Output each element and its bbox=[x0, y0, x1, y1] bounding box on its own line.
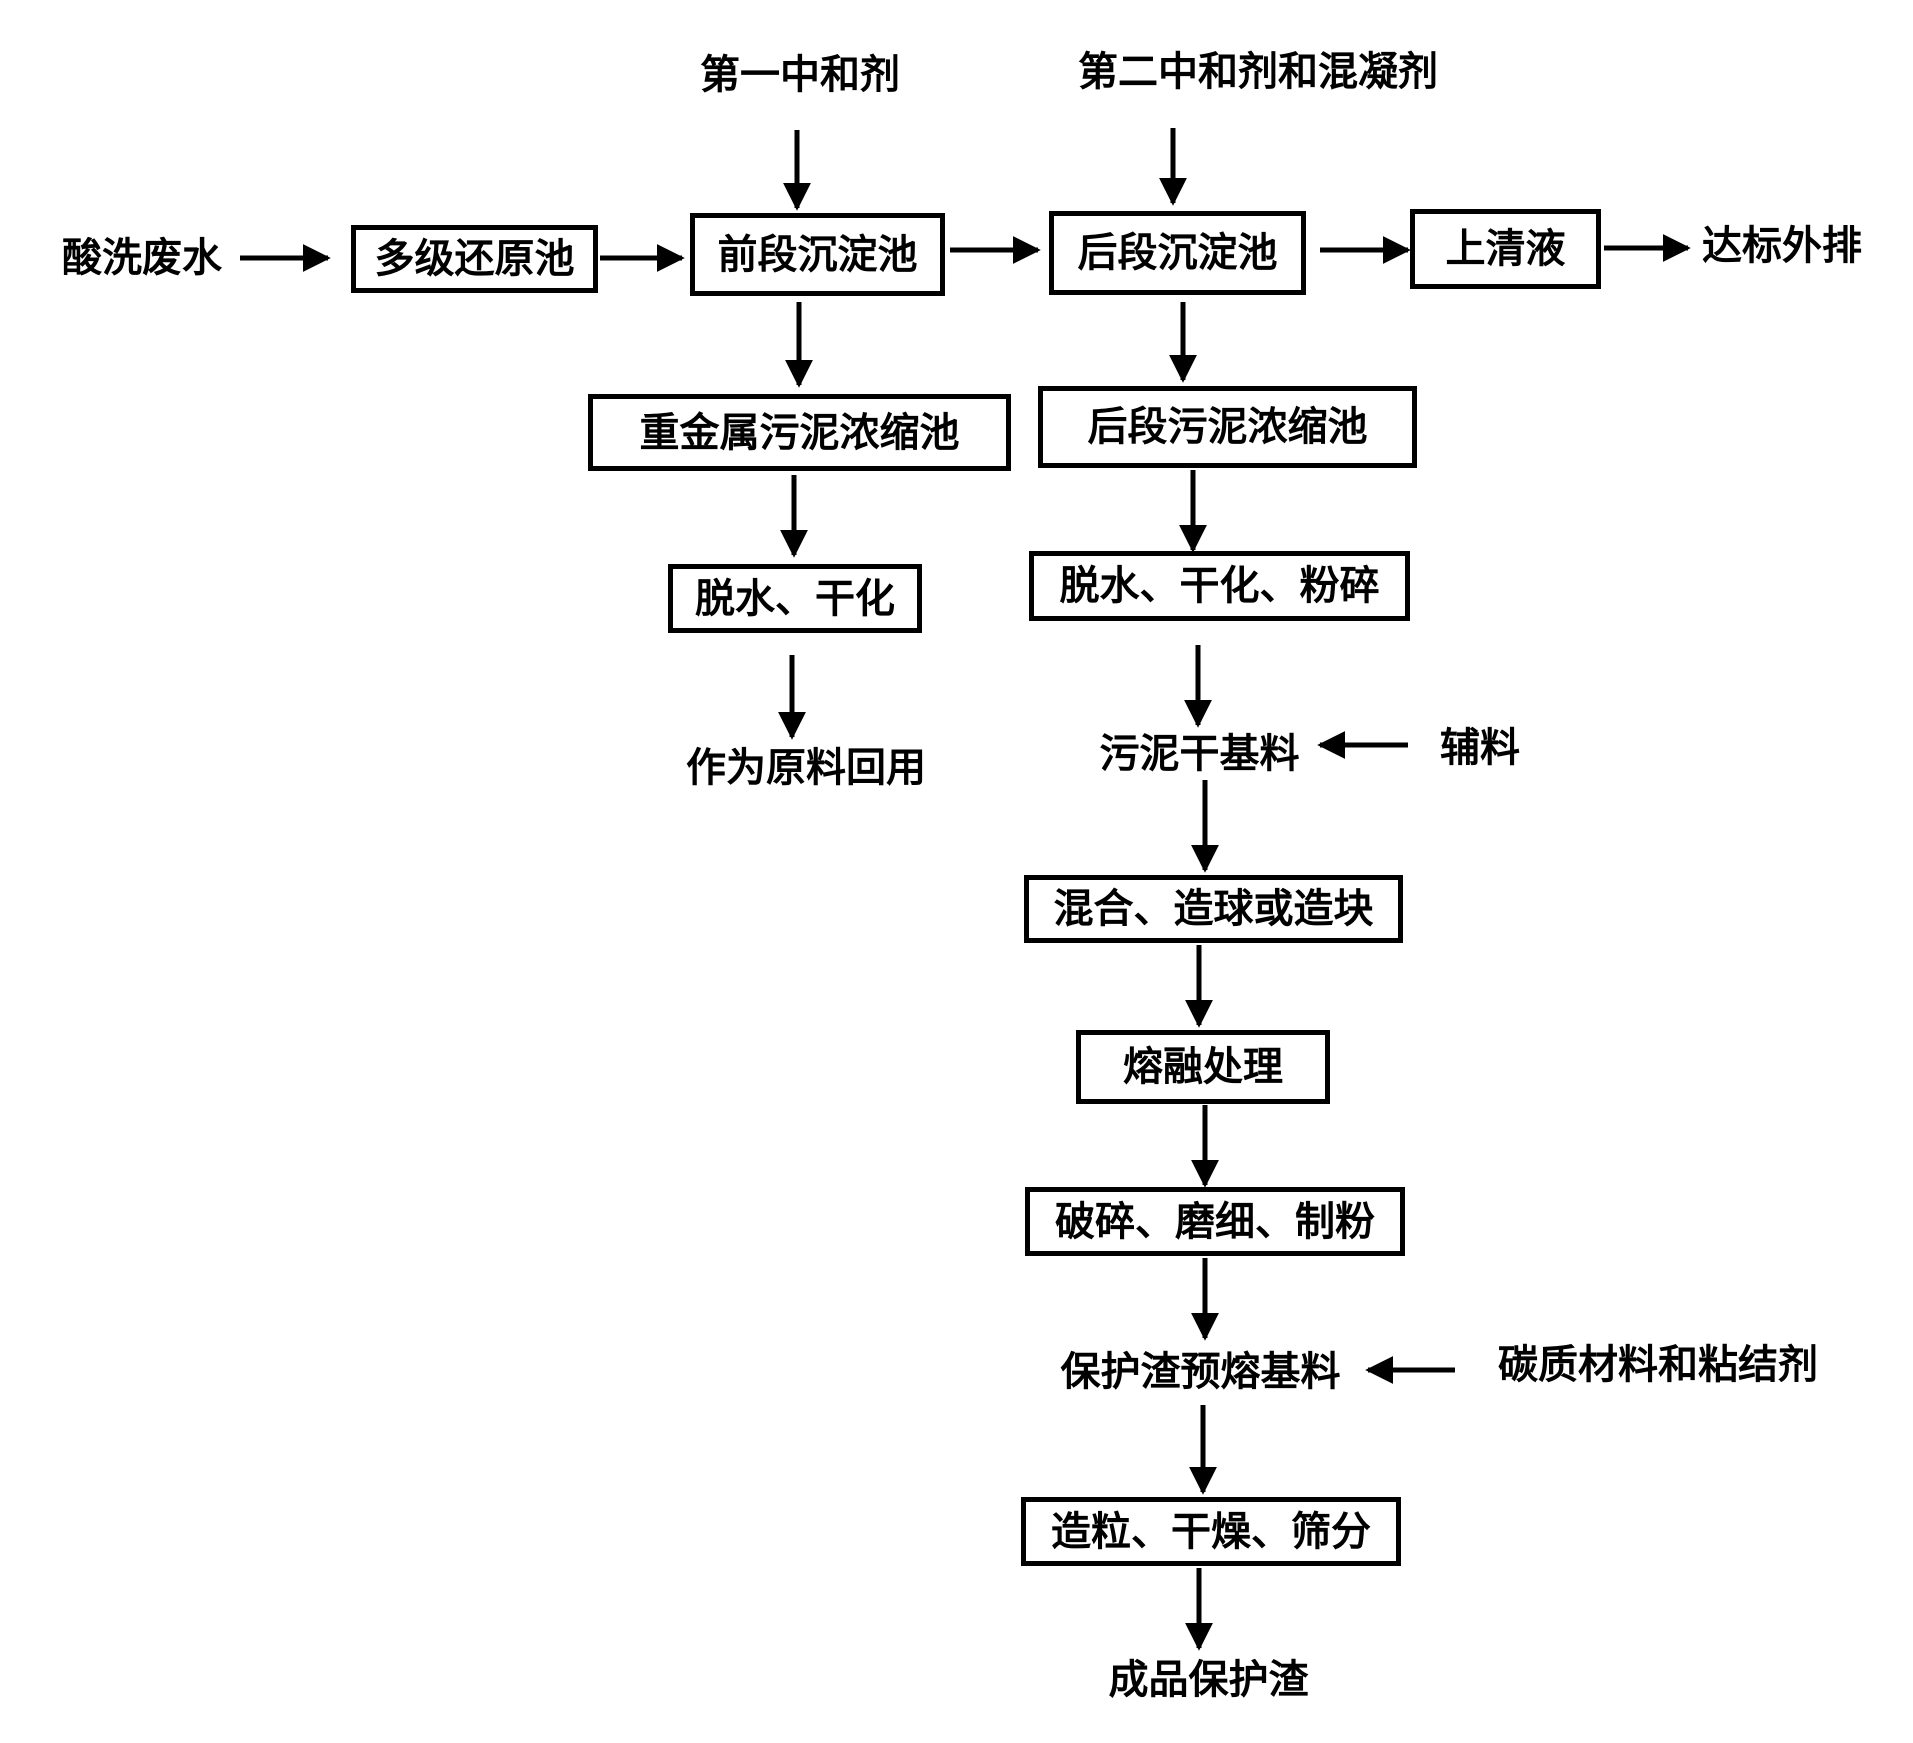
box-multistage-reduction-tank: 多级还原池 bbox=[351, 225, 598, 293]
label-first-neutralizer: 第一中和剂 bbox=[700, 52, 900, 98]
label-flux-premelt-base: 保护渣预熔基料 bbox=[1060, 1349, 1341, 1395]
box-label: 多级还原池 bbox=[374, 236, 575, 282]
box-label: 后段沉淀池 bbox=[1077, 230, 1278, 276]
label-pickling-wastewater: 酸洗废水 bbox=[62, 235, 222, 281]
box-front-settling-tank: 前段沉淀池 bbox=[690, 213, 945, 296]
box-label: 脱水、干化、粉碎 bbox=[1059, 563, 1380, 609]
label-sludge-dry-base: 污泥干基料 bbox=[1099, 731, 1300, 777]
box-label: 前段沉淀池 bbox=[717, 231, 918, 278]
box-rear-settling-tank: 后段沉淀池 bbox=[1049, 211, 1306, 295]
box-label: 熔融处理 bbox=[1123, 1044, 1283, 1090]
box-melting-treatment: 熔融处理 bbox=[1076, 1030, 1330, 1104]
box-label: 后段污泥浓缩池 bbox=[1087, 404, 1368, 450]
box-granulate-dry-sieve: 造粒、干燥、筛分 bbox=[1021, 1497, 1401, 1566]
box-supernatant: 上清液 bbox=[1410, 209, 1601, 289]
box-label: 造粒、干燥、筛分 bbox=[1051, 1508, 1371, 1555]
label-second-neutralizer-coagulant: 第二中和剂和混凝剂 bbox=[1078, 49, 1438, 95]
box-dewater-dry: 脱水、干化 bbox=[668, 564, 922, 633]
box-label: 上清液 bbox=[1445, 226, 1566, 272]
label-auxiliary-material: 辅料 bbox=[1440, 725, 1520, 771]
box-dewater-dry-crush: 脱水、干化、粉碎 bbox=[1029, 551, 1410, 621]
box-label: 脱水、干化 bbox=[695, 575, 895, 622]
box-heavy-metal-sludge-thickener: 重金属污泥浓缩池 bbox=[588, 394, 1011, 471]
label-reuse-raw-material: 作为原料回用 bbox=[686, 745, 926, 791]
label-carbon-binder: 碳质材料和粘结剂 bbox=[1498, 1342, 1818, 1388]
box-crush-grind-powder: 破碎、磨细、制粉 bbox=[1025, 1187, 1405, 1256]
box-mix-pelletize: 混合、造球或造块 bbox=[1024, 875, 1403, 943]
box-label: 混合、造球或造块 bbox=[1053, 886, 1374, 932]
box-rear-sludge-thickener: 后段污泥浓缩池 bbox=[1038, 386, 1417, 468]
label-finished-flux: 成品保护渣 bbox=[1108, 1657, 1309, 1703]
box-label: 破碎、磨细、制粉 bbox=[1055, 1198, 1375, 1245]
box-label: 重金属污泥浓缩池 bbox=[639, 409, 960, 456]
label-discharge-standard: 达标外排 bbox=[1702, 223, 1862, 269]
